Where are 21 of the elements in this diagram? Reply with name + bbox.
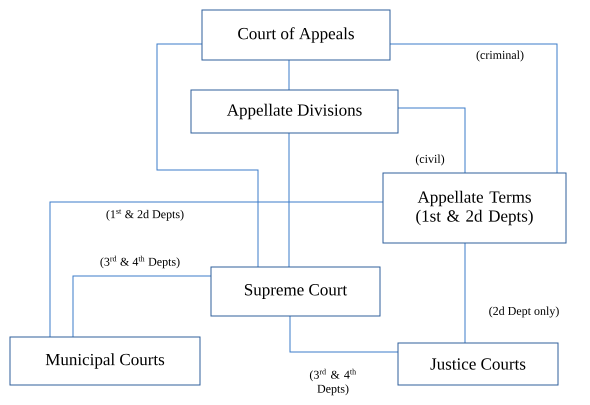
edge-label: (3$^{rd}$ & 4$^{th}$ Depts) bbox=[310, 368, 356, 396]
connector-line bbox=[390, 44, 558, 173]
connector-line bbox=[50, 202, 383, 337]
court-box: Supreme Court bbox=[210, 266, 380, 316]
edge-label: (civil) bbox=[416, 154, 444, 166]
edge-label: (3$^{rd}$ & 4$^{th}$ Depts) bbox=[100, 256, 180, 268]
connector-line bbox=[288, 60, 290, 90]
edge-label: (1$^{st}$ & 2d Depts) bbox=[106, 209, 184, 221]
connector-line bbox=[156, 44, 258, 267]
court-box: Justice Courts bbox=[398, 342, 558, 386]
connector-line bbox=[288, 133, 290, 267]
connector-line bbox=[464, 243, 466, 343]
court-box: Appellate Divisions bbox=[190, 90, 398, 134]
connector-line bbox=[398, 108, 466, 173]
court-box: Court of Appeals bbox=[202, 10, 390, 60]
court-box: Appellate Terms (1st & 2d Depts) bbox=[382, 172, 566, 244]
connector-line bbox=[72, 276, 211, 337]
edge-label: (criminal) bbox=[476, 50, 524, 62]
edge-label: (2d Dept only) bbox=[489, 306, 559, 318]
court-box: Municipal Courts bbox=[10, 336, 200, 386]
connector-line bbox=[290, 316, 398, 352]
